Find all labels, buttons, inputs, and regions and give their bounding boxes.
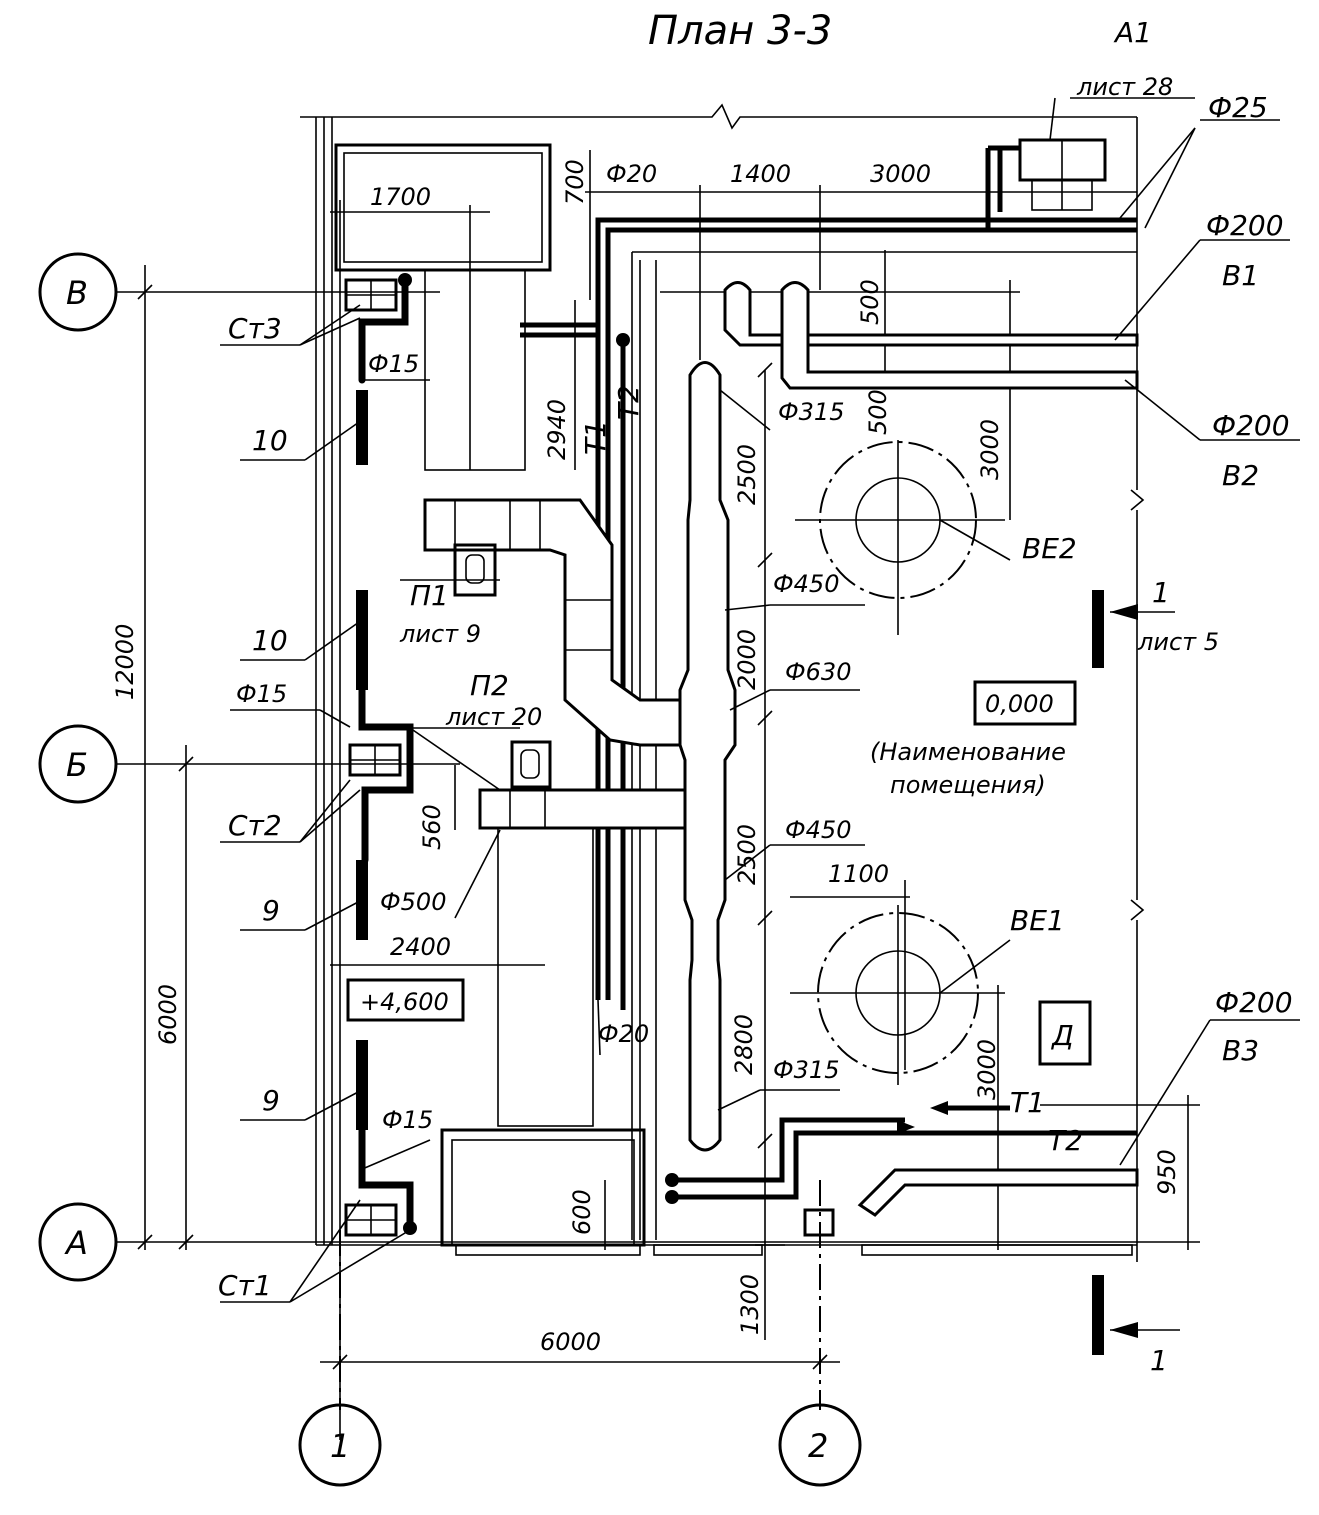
valve-box xyxy=(803,1208,835,1237)
axis-grid xyxy=(38,252,1200,1487)
air-ducts xyxy=(423,138,1139,1237)
dim-2400: 2400 xyxy=(390,933,451,961)
axis-v-bubble xyxy=(38,252,118,332)
dim-2000: 2000 xyxy=(733,629,761,690)
dim-500-a: 500 xyxy=(856,279,884,325)
label-a1-sheet: лист 28 xyxy=(1076,73,1173,101)
label-room-line1: (Наименование xyxy=(870,738,1066,766)
dim-12000: 12000 xyxy=(111,624,139,700)
label-section-bottom: 1 xyxy=(1150,1344,1168,1377)
dim-2940: 2940 xyxy=(543,399,571,460)
dim-2500-b: 2500 xyxy=(733,824,761,885)
label-f500: Ф500 xyxy=(380,888,446,916)
label-t2-bot: Т2 xyxy=(1048,1124,1083,1157)
dim-6000-v: 6000 xyxy=(154,984,182,1045)
label-level-floor: 0,000 xyxy=(985,690,1054,718)
dim-700: 700 xyxy=(561,159,589,205)
label-p2: П2 xyxy=(470,669,509,702)
label-f200-v3: Ф200 xyxy=(1215,986,1293,1019)
dim-560: 560 xyxy=(418,804,446,850)
label-f15-bot: Ф15 xyxy=(382,1106,433,1134)
label-p1-sheet: лист 9 xyxy=(399,620,481,648)
label-f630: Ф630 xyxy=(785,658,851,686)
duct-v3 xyxy=(857,1168,1139,1217)
label-f315-bot: Ф315 xyxy=(773,1056,839,1084)
label-t1-bot: Т1 xyxy=(1010,1086,1045,1119)
label-f15-top: Ф15 xyxy=(368,350,419,378)
label-v3: В3 xyxy=(1222,1034,1259,1067)
dim-3000-r1: 3000 xyxy=(976,419,1004,480)
label-f200-v2: Ф200 xyxy=(1212,409,1290,442)
duct-p2 xyxy=(478,788,692,830)
axis-a-bubble xyxy=(38,1202,118,1282)
label-f450-bot: Ф450 xyxy=(785,816,851,844)
risers-and-radiators xyxy=(344,273,417,1237)
duct-main-vertical xyxy=(678,361,737,1152)
label-radiator-10b: 10 xyxy=(252,624,288,657)
building-walls xyxy=(300,103,1145,1262)
label-st1: Ст1 xyxy=(218,1269,272,1302)
label-radiator-9b: 9 xyxy=(262,1084,280,1117)
label-t1-top: Т1 xyxy=(579,420,612,455)
axis-label-2: 2 xyxy=(808,1427,828,1465)
label-section-sheet: лист 5 xyxy=(1137,628,1219,656)
label-be1: ВЕ1 xyxy=(1010,904,1065,937)
dim-3000-r2: 3000 xyxy=(973,1039,1001,1100)
d-box xyxy=(1038,1000,1092,1066)
axis-2-bubble xyxy=(778,1403,862,1487)
dim-500-b: 500 xyxy=(864,389,892,435)
dim-2800: 2800 xyxy=(730,1014,758,1075)
label-radiator-9a: 9 xyxy=(262,894,280,927)
level-box-floor xyxy=(973,680,1077,726)
label-f200-v1: Ф200 xyxy=(1206,209,1284,242)
axis-b-bubble xyxy=(38,724,118,804)
label-f20-top: Ф20 xyxy=(606,160,657,188)
label-t2-top: Т2 xyxy=(612,385,645,420)
dim-3000-top: 3000 xyxy=(870,160,931,188)
label-f450-top: Ф450 xyxy=(773,570,839,598)
label-radiator-10a: 10 xyxy=(252,424,288,457)
dim-950: 950 xyxy=(1153,1149,1181,1195)
dim-6000-h: 6000 xyxy=(540,1328,601,1356)
axis-label-a: А xyxy=(64,1224,88,1262)
dim-2500-a: 2500 xyxy=(733,444,761,505)
label-f20-bot: Ф20 xyxy=(598,1020,649,1048)
plan-title: План 3-3 xyxy=(648,8,832,54)
dim-1700: 1700 xyxy=(370,183,431,211)
label-f315-top: Ф315 xyxy=(778,398,844,426)
label-f15-mid: Ф15 xyxy=(236,680,287,708)
dim-1100: 1100 xyxy=(828,860,889,888)
label-a1: А1 xyxy=(1113,16,1152,49)
leader-lines xyxy=(220,97,1300,1303)
axis-label-1: 1 xyxy=(330,1427,350,1465)
label-st3: Ст3 xyxy=(228,312,282,345)
label-p2-sheet: лист 20 xyxy=(445,703,542,731)
heating-mains xyxy=(520,145,1137,1010)
label-room-line2: помещения) xyxy=(890,771,1046,799)
label-v2: В2 xyxy=(1222,459,1259,492)
label-level-upper: +4,600 xyxy=(360,988,449,1016)
level-box-upper xyxy=(346,978,465,1022)
label-f25: Ф25 xyxy=(1208,91,1268,124)
duct-v2 xyxy=(780,281,1139,390)
label-st2: Ст2 xyxy=(228,809,282,842)
axis-label-b: Б xyxy=(66,746,88,784)
label-v1: В1 xyxy=(1222,259,1259,292)
label-be2: ВЕ2 xyxy=(1022,532,1077,565)
section-mark xyxy=(1092,590,1180,1355)
label-d: Д xyxy=(1050,1019,1074,1052)
dim-1400: 1400 xyxy=(730,160,791,188)
label-p1: П1 xyxy=(410,579,449,612)
dim-1300: 1300 xyxy=(736,1274,764,1335)
axis-label-v: В xyxy=(66,274,88,312)
label-section-top: 1 xyxy=(1152,576,1170,609)
dim-600: 600 xyxy=(568,1189,596,1235)
duct-v1 xyxy=(723,281,1139,347)
